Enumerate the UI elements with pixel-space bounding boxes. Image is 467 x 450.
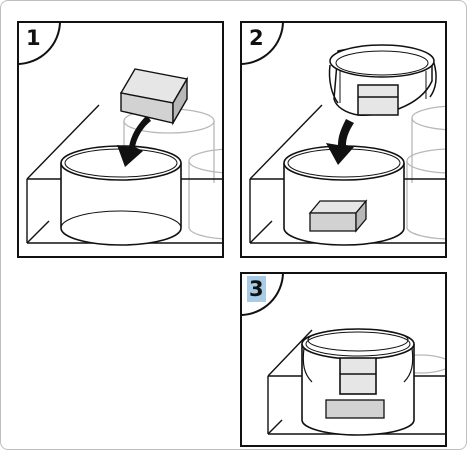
jar-1 [60, 145, 182, 246]
step-1-illustration [26, 68, 222, 246]
step-number: 3 [247, 276, 266, 302]
clasp-unit [328, 44, 437, 116]
step-2-illustration [249, 44, 445, 246]
block-1 [119, 68, 189, 126]
step-number: 2 [249, 26, 264, 50]
block-in-jar [308, 199, 368, 233]
down-arrow-icon [117, 115, 151, 167]
down-arrow-icon [326, 119, 354, 165]
step-2-panel: 2 [240, 21, 447, 258]
jar-3 [301, 328, 415, 436]
step-1-panel: 1 [17, 21, 224, 258]
step-3-panel: 3 [240, 272, 447, 447]
block-3 [325, 399, 385, 419]
step-number: 1 [26, 26, 41, 50]
step-3-illustration [267, 328, 445, 436]
